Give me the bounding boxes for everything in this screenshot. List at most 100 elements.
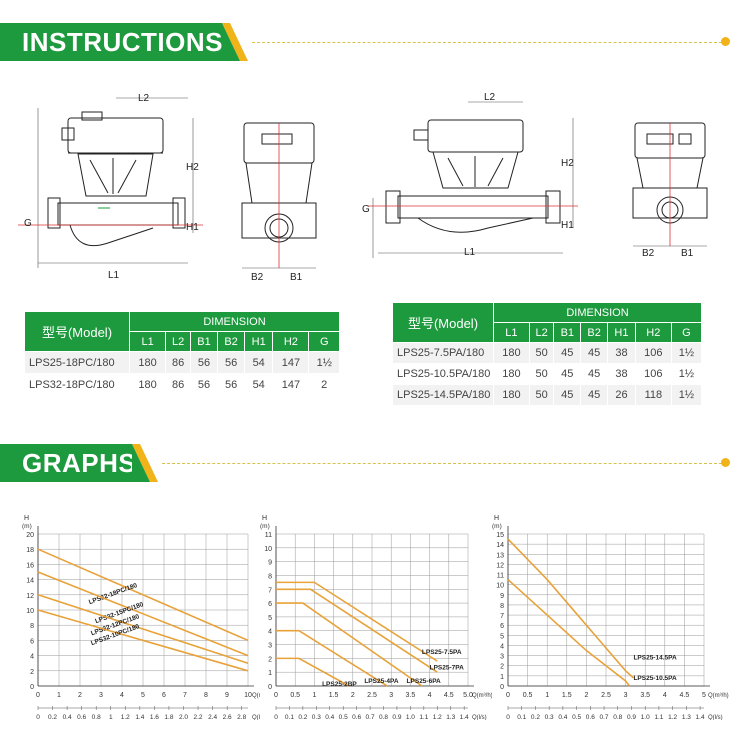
- x-tick-label: 0: [274, 692, 278, 699]
- y-tick-label: 8: [268, 573, 272, 580]
- x-tick-label: 9: [225, 692, 229, 699]
- x2-axis-title: Q(l/s): [252, 715, 260, 720]
- drawing3-label-H1: H1: [561, 220, 574, 231]
- y-tick-label: 0: [30, 684, 34, 691]
- drawing1-label-G: G: [24, 218, 32, 229]
- table-cell: 106: [634, 363, 672, 385]
- x2-tick-label: 1.2: [668, 714, 677, 720]
- x2-tick-label: 2.4: [208, 714, 217, 720]
- series-line: [276, 602, 423, 687]
- y-tick-label: 9: [500, 593, 504, 600]
- y-tick-label: 6: [268, 601, 272, 608]
- x2-tick-label: 0.3: [312, 714, 321, 720]
- table-cell: 45: [580, 384, 608, 406]
- drawing1-label-H2: H2: [186, 162, 199, 173]
- x2-tick-label: 0.4: [558, 714, 567, 720]
- y-tick-label: 10: [496, 583, 504, 590]
- y-tick-label: 1: [500, 674, 504, 681]
- table-cell: 2: [308, 373, 340, 396]
- x2-tick-label: 0.1: [517, 714, 526, 720]
- x-tick-label: 10: [244, 692, 252, 699]
- table-cell: 38: [607, 342, 636, 364]
- table-cell: 45: [553, 363, 582, 385]
- x2-tick-label: 1.0: [641, 714, 650, 720]
- y-tick-label: 9: [268, 560, 272, 567]
- table1-col-header: H1: [244, 331, 274, 352]
- series-label: LPS25-2BP: [322, 681, 357, 688]
- table-cell: 86: [165, 351, 191, 374]
- y-tick-label: 14: [26, 578, 34, 585]
- drawing2-label-B2: B2: [251, 272, 264, 283]
- x2-tick-label: 1.2: [121, 714, 130, 720]
- y-tick-label: 5: [500, 633, 504, 640]
- table-cell: 45: [580, 363, 608, 385]
- y-tick-label: 7: [500, 613, 504, 620]
- table-row: LPS32-18PC/180 180 86 56 56 54 147 2: [24, 373, 340, 396]
- y-tick-label: 12: [26, 593, 34, 600]
- x-tick-label: 4.5: [680, 692, 690, 699]
- y-tick-label: 5: [268, 615, 272, 622]
- graphs-banner: GRAPHS: [0, 444, 136, 482]
- y-tick-label: 2: [268, 656, 272, 663]
- table1-col-header: H2: [272, 331, 310, 352]
- x2-tick-label: 0.7: [366, 714, 375, 720]
- table-cell: 56: [189, 351, 219, 374]
- table2-col-header: H2: [634, 322, 672, 343]
- table2-col-header: H1: [607, 322, 636, 343]
- x2-tick-label: 1.3: [682, 714, 691, 720]
- x-tick-label: 0.5: [290, 692, 300, 699]
- y-tick-label: 2: [500, 664, 504, 671]
- y-tick-label: 11: [265, 532, 272, 539]
- x2-tick-label: 0.2: [531, 714, 540, 720]
- table-cell: 56: [189, 373, 219, 396]
- table2-model: LPS25-10.5PA/180: [392, 363, 494, 385]
- table1-dimension-header: DIMENSION: [129, 311, 340, 332]
- table-cell: 45: [553, 342, 582, 364]
- x-tick-label: 3.5: [640, 692, 650, 699]
- table-cell: 180: [493, 384, 530, 406]
- table-cell: 106: [634, 342, 672, 364]
- x2-tick-label: 0: [274, 714, 278, 720]
- table2-model: LPS25-14.5PA/180: [392, 384, 494, 406]
- y-tick-label: 11: [497, 573, 504, 580]
- series-label: LPS25-4PA: [364, 678, 399, 685]
- dimension-table-pc: 型号(Model) DIMENSION L1 L2 B1 B2 H1 H2 G …: [24, 311, 340, 396]
- table-cell: 1½: [670, 342, 703, 364]
- x-tick-label: 6: [162, 692, 166, 699]
- table-cell: 1½: [308, 351, 340, 374]
- table2-col-header: G: [670, 322, 703, 343]
- series-line: [37, 571, 249, 657]
- x2-tick-label: 0.2: [298, 714, 307, 720]
- table2-model: LPS25-7.5PA/180: [392, 342, 494, 364]
- table-row: LPS25-18PC/180 180 86 56 56 54 147 1½: [24, 351, 340, 374]
- x2-tick-label: 0: [506, 714, 510, 720]
- table-cell: 118: [634, 384, 672, 406]
- table-cell: 45: [580, 342, 608, 364]
- table-cell: 38: [607, 363, 636, 385]
- y-tick-label: 14: [496, 542, 504, 549]
- instructions-dot: [721, 37, 730, 46]
- x-tick-label: 1: [57, 692, 61, 699]
- series-line: [276, 588, 438, 673]
- dimension-table-pa: 型号(Model) DIMENSION L1 L2 B1 B2 H1 H2 G …: [392, 302, 703, 406]
- drawing3-label-H2: H2: [561, 158, 574, 169]
- x-axis-title: Q(m³/h): [708, 693, 729, 699]
- table-cell: 45: [553, 384, 582, 406]
- table-cell: 1½: [670, 384, 703, 406]
- x-tick-label: 4.5: [444, 692, 454, 699]
- table2-model-header: 型号(Model): [392, 302, 494, 343]
- table-cell: 147: [272, 351, 310, 374]
- x2-tick-label: 0.4: [325, 714, 334, 720]
- table-cell: 86: [165, 373, 191, 396]
- x-tick-label: 0: [506, 692, 510, 699]
- y-tick-label: 15: [496, 532, 504, 539]
- y-axis-unit: (m): [260, 523, 270, 530]
- graphs-title: GRAPHS: [22, 448, 137, 478]
- series-line: [37, 594, 249, 664]
- table1-model-header: 型号(Model): [24, 311, 130, 352]
- y-tick-label: 8: [30, 623, 34, 630]
- x-tick-label: 1: [545, 692, 549, 699]
